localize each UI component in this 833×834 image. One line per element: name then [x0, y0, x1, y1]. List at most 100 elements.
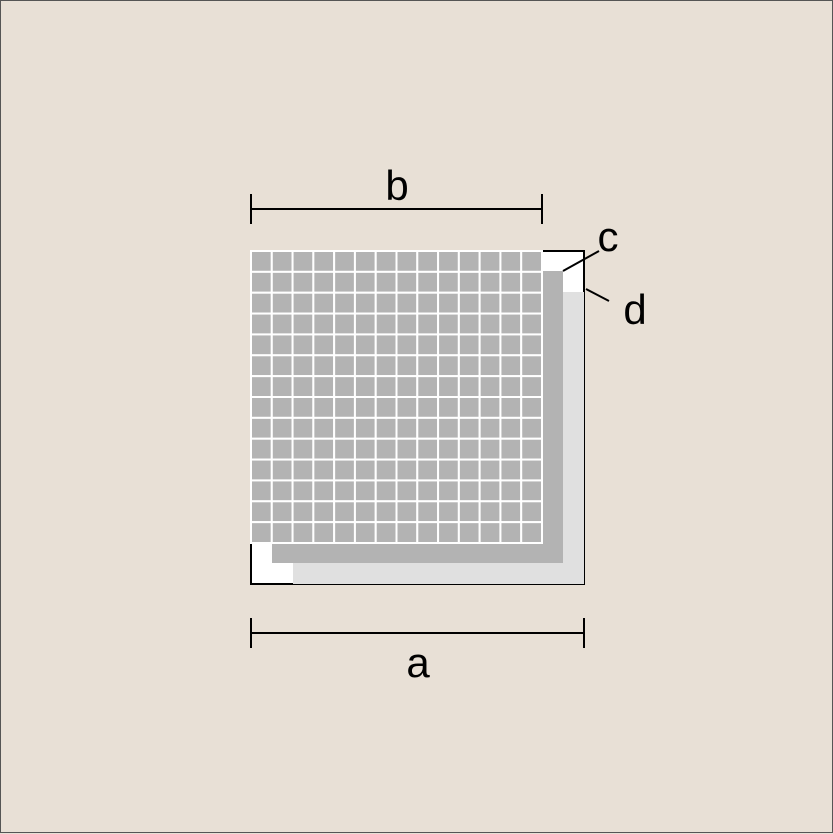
- label-b: b: [385, 162, 408, 209]
- grid-cell: [395, 521, 419, 545]
- grid-cell: [374, 354, 398, 378]
- grid-cell: [333, 250, 356, 273]
- grid-cell: [270, 250, 294, 273]
- grid-cell: [374, 312, 398, 336]
- grid-cell: [499, 270, 523, 294]
- grid-cell: [291, 250, 315, 273]
- grid-cell: [374, 500, 398, 524]
- dimension-a: a: [250, 618, 585, 686]
- grid-cell: [270, 396, 294, 419]
- grid-cell: [353, 416, 377, 440]
- grid-cell: [270, 270, 294, 294]
- grid-cell: [457, 250, 481, 273]
- grid-cell: [437, 312, 460, 336]
- grid-cell: [333, 270, 356, 294]
- grid-cell: [499, 437, 523, 461]
- grid-cell: [478, 375, 502, 399]
- grid-cell: [520, 270, 544, 294]
- grid-cell: [395, 396, 419, 419]
- grid-cell: [478, 250, 502, 273]
- grid-cell: [416, 250, 440, 273]
- grid-cell: [353, 396, 377, 419]
- grid-cell: [499, 333, 523, 357]
- grid-cell: [374, 479, 398, 503]
- grid-cell: [312, 354, 336, 378]
- grid-cell: [437, 250, 460, 273]
- grid-cell: [291, 479, 315, 503]
- grid-cell: [437, 270, 460, 294]
- grid-cell: [395, 437, 419, 461]
- grid-cell: [333, 375, 356, 399]
- grid-cell: [416, 333, 440, 357]
- grid-cell: [312, 291, 336, 315]
- grid-cell: [353, 333, 377, 357]
- grid-cell: [312, 250, 336, 273]
- grid-cell: [520, 458, 544, 482]
- grid-cell: [520, 333, 544, 357]
- grid-cell: [333, 333, 356, 357]
- grid-cell: [478, 416, 502, 440]
- grid-cell: [333, 354, 356, 378]
- grid-cell: [478, 500, 502, 524]
- grid-cell: [333, 437, 356, 461]
- grid-cell: [291, 437, 315, 461]
- grid-cell: [250, 479, 273, 503]
- grid-cell: [312, 458, 336, 482]
- grid-cell: [395, 416, 419, 440]
- grid-cell: [395, 333, 419, 357]
- grid-cell: [250, 416, 273, 440]
- grid-cell: [416, 458, 440, 482]
- grid-cell: [457, 270, 481, 294]
- grid-cell: [353, 437, 377, 461]
- grid-cell: [333, 521, 356, 545]
- grid-cell: [270, 312, 294, 336]
- grid-cell: [416, 416, 440, 440]
- grid-cell: [520, 354, 544, 378]
- leader-c: c: [562, 213, 619, 272]
- grid-cell: [499, 291, 523, 315]
- grid-cell: [416, 396, 440, 419]
- grid-cell: [291, 375, 315, 399]
- grid-cell: [478, 312, 502, 336]
- grid-cell: [416, 375, 440, 399]
- grid-cell: [353, 500, 377, 524]
- grid-cell: [353, 312, 377, 336]
- grid-cell: [270, 375, 294, 399]
- grid-cell: [312, 375, 336, 399]
- grid-cell: [333, 479, 356, 503]
- grid-cell: [457, 354, 481, 378]
- grid-cell: [520, 312, 544, 336]
- grid-cell: [291, 333, 315, 357]
- grid-cell: [270, 458, 294, 482]
- grid-cell: [291, 354, 315, 378]
- grid-cell: [437, 416, 460, 440]
- grid-cell: [291, 396, 315, 419]
- grid-cell: [291, 291, 315, 315]
- grid-cell: [374, 250, 398, 273]
- grid-cell: [270, 354, 294, 378]
- grid-cell: [312, 500, 336, 524]
- grid-cell: [374, 458, 398, 482]
- grid-cell: [353, 375, 377, 399]
- grid-cell: [333, 500, 356, 524]
- grid-cell: [291, 521, 315, 545]
- grid-cell: [499, 354, 523, 378]
- grid-cell: [270, 500, 294, 524]
- grid-cell: [457, 458, 481, 482]
- grid-cell: [374, 396, 398, 419]
- grid-cell: [437, 291, 460, 315]
- grid-cell: [250, 375, 273, 399]
- grid-cell: [457, 500, 481, 524]
- grid-cell: [250, 437, 273, 461]
- label-d: d: [623, 286, 646, 333]
- grid-cell: [437, 333, 460, 357]
- grid-cell: [395, 375, 419, 399]
- grid-cell: [520, 479, 544, 503]
- grid-cell: [457, 375, 481, 399]
- grid-cell: [353, 291, 377, 315]
- grid-cell: [395, 291, 419, 315]
- grid-cell: [250, 250, 273, 273]
- grid-cell: [478, 270, 502, 294]
- grid-of-cells: [250, 250, 544, 545]
